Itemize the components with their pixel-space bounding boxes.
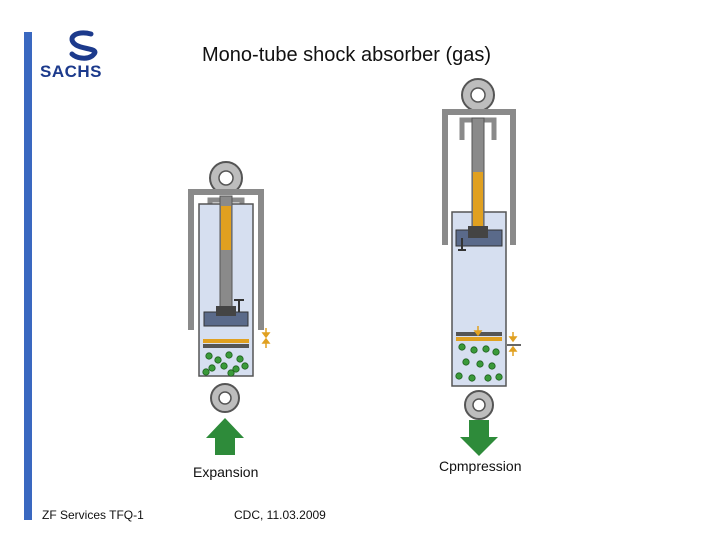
expansion-caption: Expansion [193, 464, 259, 480]
compression-caption: Cpmpression [439, 458, 522, 474]
footer-center: CDC, 11.03.2009 [234, 508, 326, 522]
arrow-up-icon [206, 418, 244, 455]
expansion-shock-absorber [188, 161, 271, 455]
arrow-down-icon [460, 420, 498, 456]
accent-bar [24, 32, 32, 520]
compression-shock-absorber [442, 78, 521, 456]
brand-name: SACHS [40, 62, 103, 81]
footer-left: ZF Services TFQ-1 [42, 508, 144, 522]
page-title: Mono-tube shock absorber (gas) [202, 44, 492, 66]
sachs-s-logo-icon [69, 30, 98, 61]
